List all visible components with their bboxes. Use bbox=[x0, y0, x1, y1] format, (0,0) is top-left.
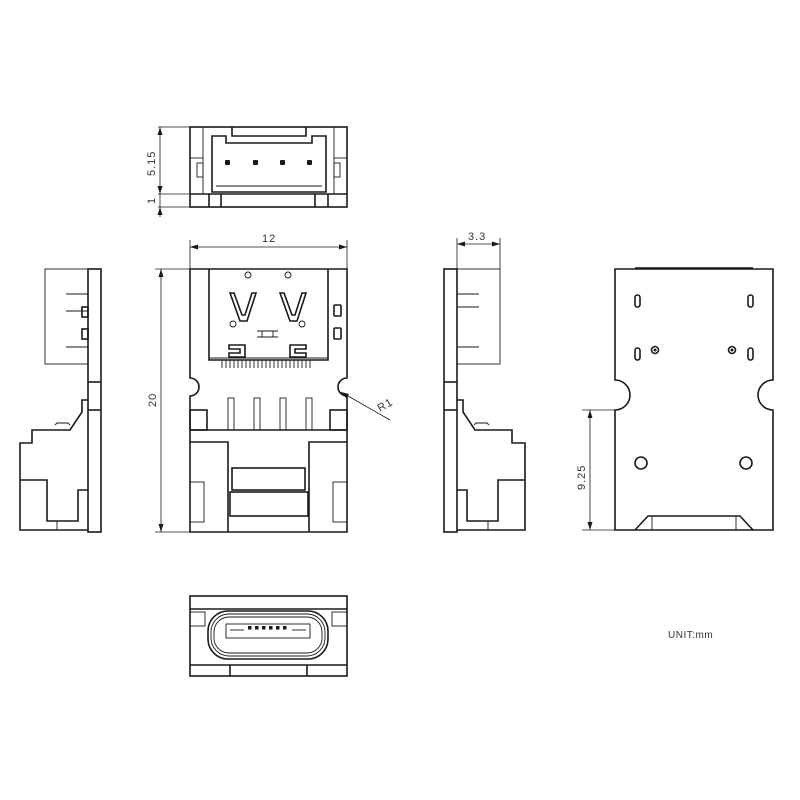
dim-height: 20 bbox=[147, 393, 159, 407]
dim-top-base: 1 bbox=[146, 197, 158, 204]
back-view: 9.25 bbox=[576, 267, 774, 531]
top-view: 5.15 1 bbox=[146, 126, 348, 217]
dim-side-depth: 3.3 bbox=[468, 231, 486, 243]
unit-label: UNIT:mm bbox=[668, 630, 714, 641]
left-side-view bbox=[19, 268, 102, 533]
smd-pins bbox=[221, 360, 311, 368]
dim-top-height: 5.15 bbox=[146, 151, 158, 176]
dim-width: 12 bbox=[262, 233, 276, 245]
front-view: 12 20 R1 bbox=[147, 233, 396, 533]
right-side-view: 3.3 bbox=[443, 231, 526, 533]
bottom-view bbox=[189, 595, 348, 677]
dim-radius: R1 bbox=[376, 396, 396, 414]
dim-back-height: 9.25 bbox=[576, 465, 588, 490]
